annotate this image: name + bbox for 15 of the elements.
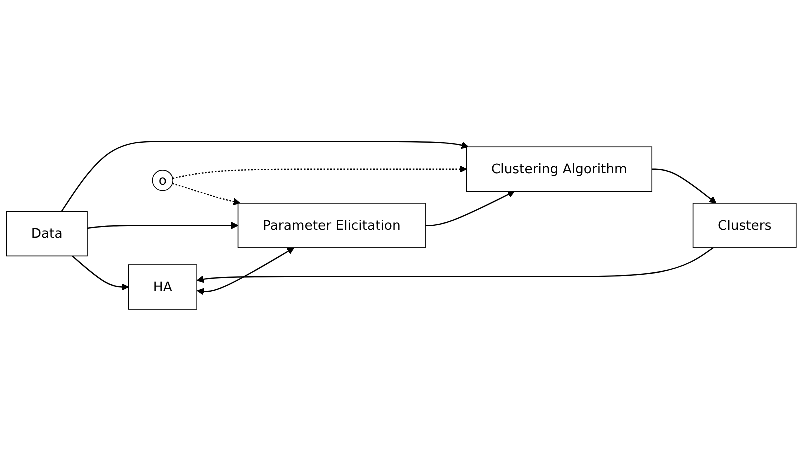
arrow <box>172 184 241 206</box>
node-box: Clustering Algorithm <box>466 147 653 192</box>
arrow <box>172 166 468 180</box>
arrow <box>87 222 239 230</box>
arrow <box>196 248 714 284</box>
node-box: Data <box>6 212 88 258</box>
arrow <box>72 256 130 292</box>
node-circle: o <box>152 170 174 192</box>
node-box: Clusters <box>692 204 797 249</box>
arrow <box>652 169 717 204</box>
arrow <box>61 141 469 212</box>
node-box: HA <box>128 265 198 310</box>
arrow <box>197 248 295 296</box>
arrow <box>426 192 516 227</box>
node-box: Parameter Elicitation <box>238 204 426 249</box>
